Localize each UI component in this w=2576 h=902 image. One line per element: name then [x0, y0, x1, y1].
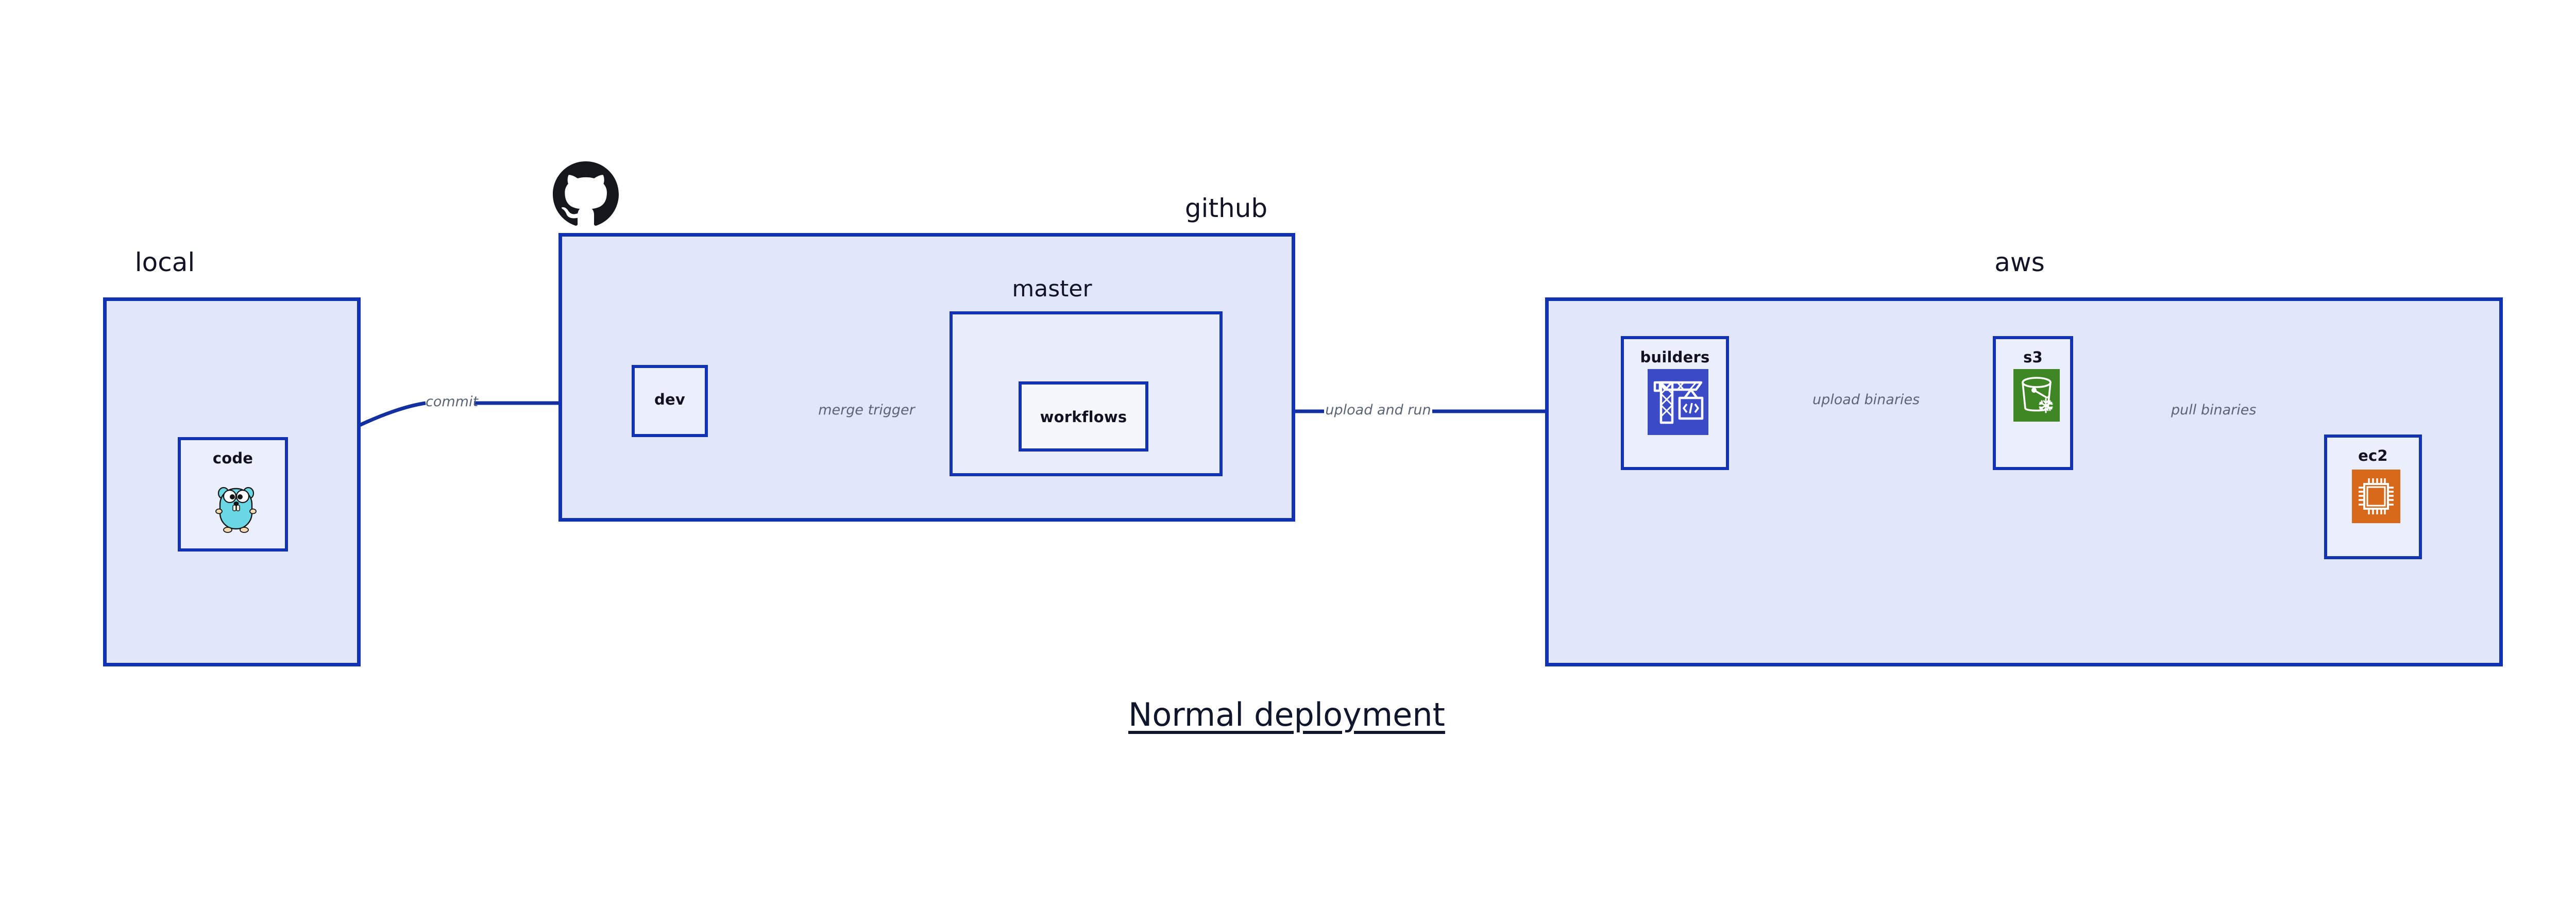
diagram-title: Normal deployment [1128, 696, 1445, 733]
node-s3[interactable]: s3 [1993, 336, 2073, 470]
node-ec2[interactable]: ec2 [2324, 435, 2422, 559]
zone-title-aws: aws [1994, 247, 2045, 277]
go-gopher-icon [215, 487, 257, 533]
zone-title-github: github [1184, 193, 1268, 223]
node-ec2-label: ec2 [2358, 447, 2388, 464]
node-builders-box[interactable]: builders [1621, 336, 1729, 470]
edge-label-merge-trigger: merge trigger [818, 402, 915, 418]
node-dev-label: dev [654, 391, 685, 408]
node-builders-label: builders [1640, 348, 1710, 366]
node-code-label: code [212, 449, 253, 467]
github-octocat-icon [553, 161, 619, 226]
edge-label-pull-binaries: pull binaries [2171, 402, 2257, 418]
node-dev[interactable]: dev [632, 365, 708, 437]
edge-label-upload-binaries: upload binaries [1812, 392, 1920, 408]
aws-ec2-icon [2352, 470, 2400, 523]
subzone-title-master: master [1012, 276, 1092, 302]
node-workflows[interactable]: workflows [1019, 381, 1148, 452]
node-code[interactable]: code [178, 437, 288, 552]
node-workflows-label: workflows [1040, 408, 1127, 426]
edge-label-commit: commit [426, 394, 479, 410]
node-s3-label: s3 [2023, 348, 2043, 366]
aws-s3-glacier-icon [2013, 369, 2060, 422]
edge-label-upload-and-run: upload and run [1325, 402, 1431, 418]
aws-codebuild-icon [1648, 369, 1708, 435]
zone-title-local: local [134, 247, 195, 277]
